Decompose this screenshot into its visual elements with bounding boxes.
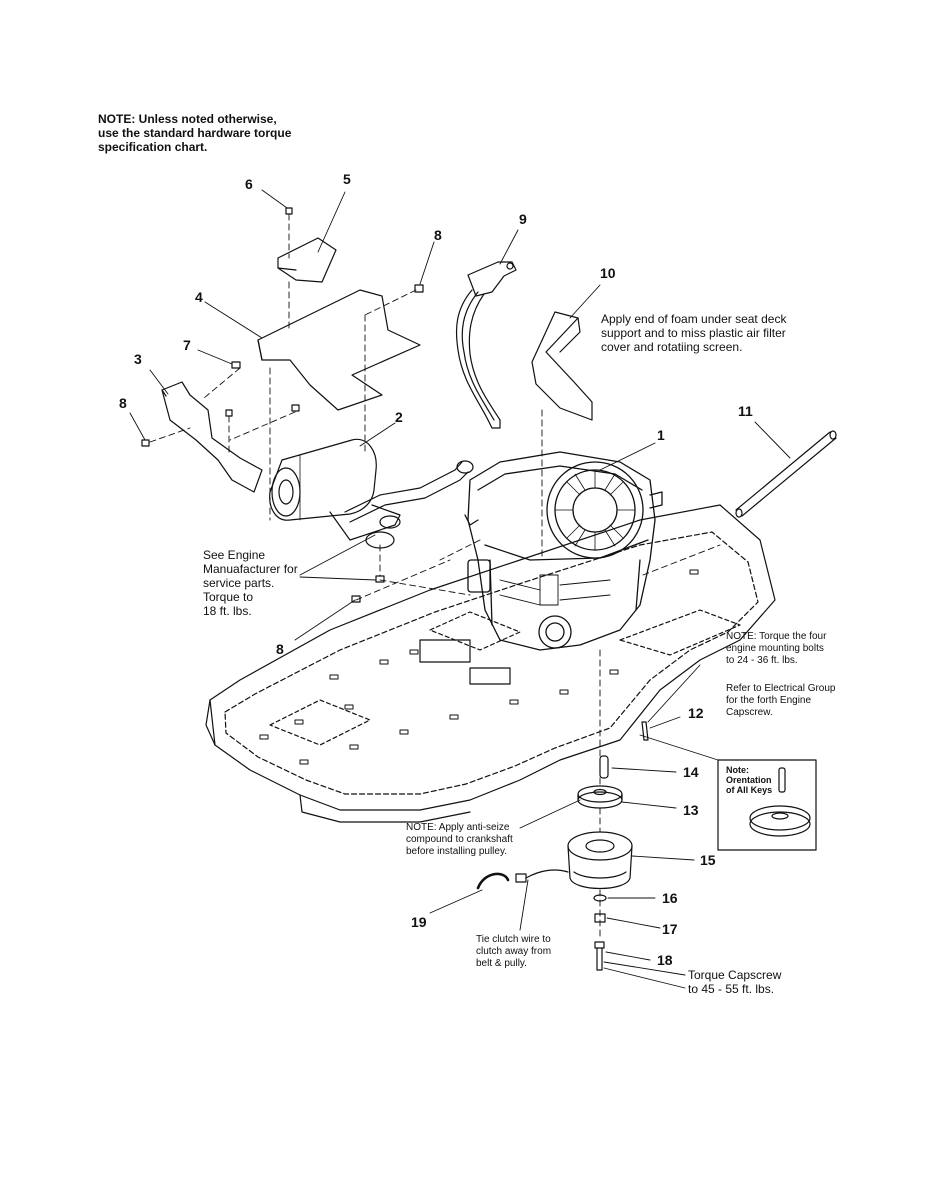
keys-orientation-label: Note: Orentation of All Keys [726,765,773,795]
callout-8-top: 8 [434,227,442,243]
callout-13: 13 [683,802,699,818]
callout-14: 14 [683,764,699,780]
anti-seize-note: NOTE: Apply anti-seize compound to crank… [406,822,513,857]
mower-deck-plate [205,504,776,823]
mounting-bolts-note: NOTE: Torque the four engine mounting bo… [726,631,827,666]
pulley-13 [577,785,623,809]
callout-18: 18 [657,952,673,968]
callout-16: 16 [662,890,678,906]
callout-11: 11 [738,403,753,419]
heat-shield-lower [161,381,263,493]
callout-10: 10 [600,265,616,281]
callout-17: 17 [662,921,678,937]
engine [464,451,663,651]
note-line-2: use the standard hardware torque [98,126,292,140]
leader-lines [129,189,791,989]
callout-12: 12 [688,705,704,721]
callout-8-left: 8 [119,395,127,411]
ignition-wire-harness [455,261,517,429]
keys-orientation-inset [717,759,817,851]
heat-shield-upper [257,289,421,411]
capscrew-torque-note: Torque Capscrew to 45 - 55 ft. lbs. [688,968,782,996]
note-line-1: NOTE: Unless noted otherwise, [98,112,277,126]
small-shield [277,237,337,283]
engine-manufacturer-note: See Engine Manuafacturer for service par… [203,548,298,618]
key-14 [599,755,609,779]
hardware-fasteners [141,207,424,603]
callout-15: 15 [700,852,716,868]
foam-note: Apply end of foam under seat deck suppor… [601,312,787,354]
tie-rod [735,430,837,518]
callout-3: 3 [134,351,142,367]
callout-1: 1 [657,427,665,443]
callout-8-bottom: 8 [276,641,284,657]
foam-strip [531,311,593,421]
callout-19: 19 [411,914,427,930]
callout-4: 4 [195,289,203,305]
capscrew-12 [641,721,649,741]
clutch-wire-note: Tie clutch wire to clutch away from belt… [476,934,552,969]
callout-2: 2 [395,409,403,425]
callout-9: 9 [519,211,527,227]
callout-6: 6 [245,176,253,192]
assembly-lines [149,213,721,941]
capscrew-18 [594,941,605,971]
clutch-wire-clip-19 [476,869,569,890]
general-torque-note: NOTE: Unless noted otherwise, use the st… [98,112,338,154]
callout-5: 5 [343,171,351,187]
muffler [269,438,474,549]
callout-7: 7 [183,337,191,353]
note-line-3: specification chart. [98,140,208,154]
electrical-group-note: Refer to Electrical Group for the forth … [726,683,836,718]
clutch-15 [567,831,633,890]
